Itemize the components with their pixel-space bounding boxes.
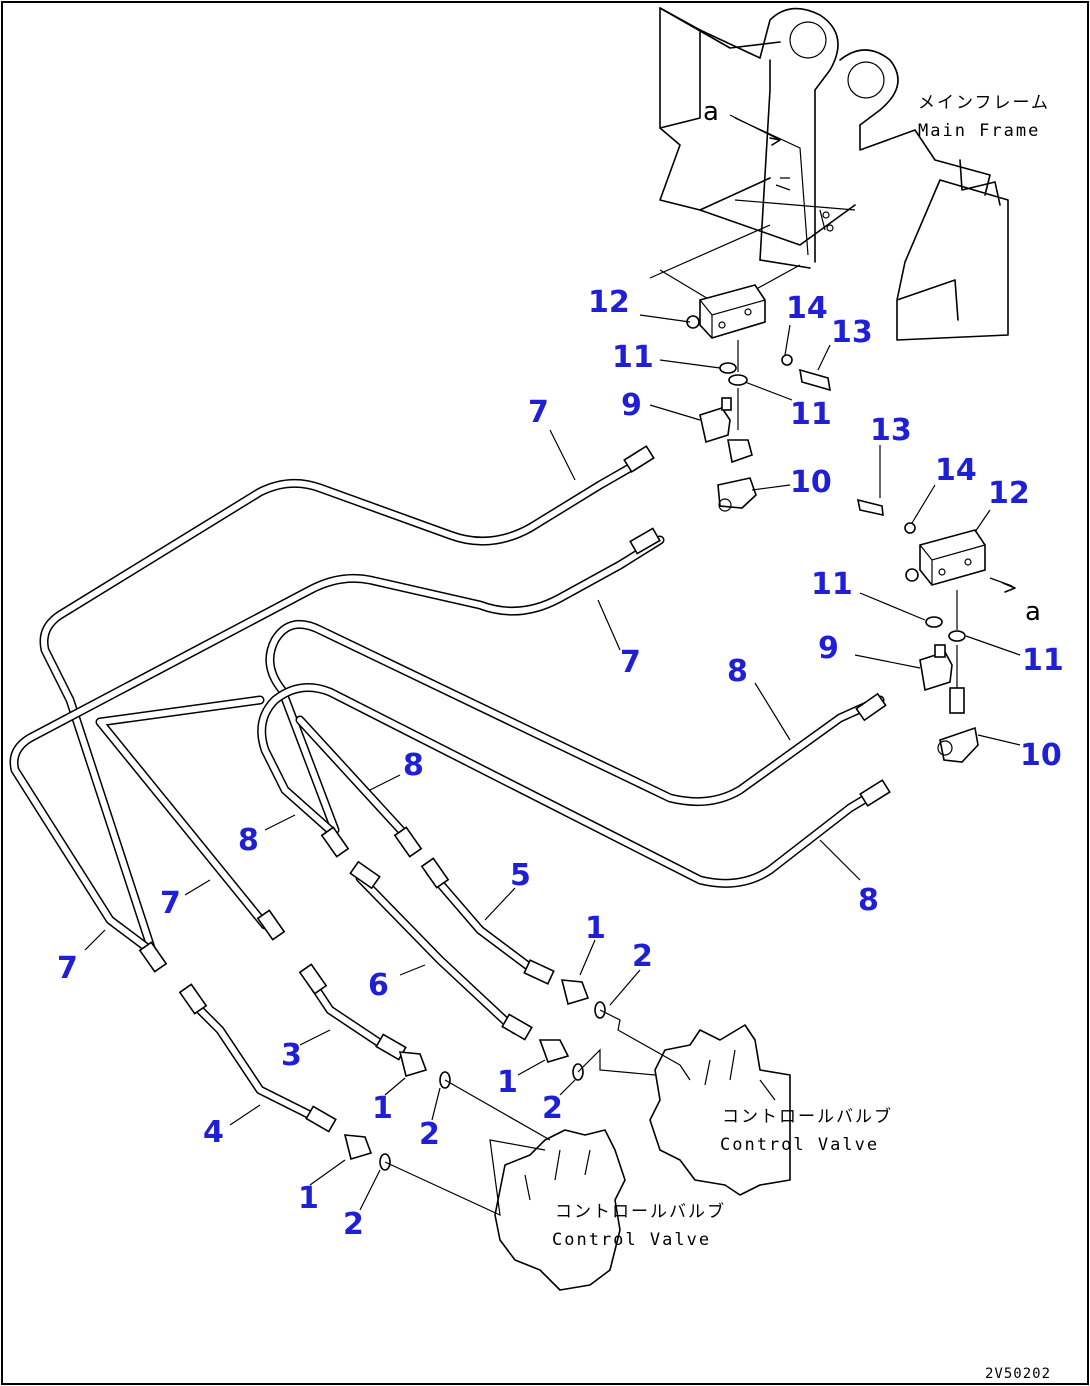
callout-2-d: 2 xyxy=(343,1207,364,1242)
callout-8-left-a: 8 xyxy=(403,748,424,783)
callout-6: 6 xyxy=(368,968,389,1003)
callout-8-upper: 8 xyxy=(727,654,748,689)
drawing-code: 2V50202 xyxy=(985,1366,1051,1382)
callout-7-upper: 7 xyxy=(528,395,549,430)
control-valve-left: コントロールバルブ Control Valve xyxy=(494,1129,726,1291)
control-valve-right-label-jp: コントロールバルブ xyxy=(722,1106,893,1127)
main-frame: a メインフレーム Main Frame xyxy=(649,7,1050,341)
callout-1-b: 1 xyxy=(497,1065,518,1100)
callout-8-lower: 8 xyxy=(858,883,879,918)
main-frame-label-jp: メインフレーム xyxy=(918,93,1050,113)
callout-11-right-b: 11 xyxy=(1022,643,1064,678)
callout-10-left: 10 xyxy=(790,465,832,500)
connection-lines xyxy=(384,1009,681,1217)
callout-14-left: 14 xyxy=(786,291,828,326)
callout-2-c: 2 xyxy=(419,1117,440,1152)
leader-lines xyxy=(84,314,1021,1211)
callout-13-left: 13 xyxy=(831,315,873,350)
callout-10-right: 10 xyxy=(1020,738,1062,773)
main-frame-label-en: Main Frame xyxy=(918,121,1040,141)
callout-5: 5 xyxy=(510,858,531,893)
control-valve-right: コントロールバルブ Control Valve xyxy=(649,1024,893,1196)
callout-11-right-a: 11 xyxy=(811,567,853,602)
callout-7-middle: 7 xyxy=(620,645,641,680)
callout-11-left-a: 11 xyxy=(612,340,654,375)
callout-2-b: 2 xyxy=(542,1091,563,1126)
callout-4: 4 xyxy=(203,1115,224,1150)
callout-1-c: 1 xyxy=(372,1091,393,1126)
hose-fittings xyxy=(138,445,891,1171)
pipes xyxy=(9,457,885,1125)
callout-13-right: 13 xyxy=(870,413,912,448)
callout-14-right: 14 xyxy=(935,453,977,488)
control-valve-left-label-en: Control Valve xyxy=(552,1230,711,1250)
callout-12-left: 12 xyxy=(588,285,630,320)
callout-numbers: 12 14 13 11 11 9 7 10 13 14 12 11 11 9 7… xyxy=(57,285,1064,1242)
callout-3: 3 xyxy=(281,1038,302,1073)
callout-1-a: 1 xyxy=(585,911,606,946)
arrow-a-label: a xyxy=(703,97,719,127)
callout-2-a: 2 xyxy=(632,939,653,974)
control-valve-right-label-en: Control Valve xyxy=(720,1135,879,1155)
callout-11-left-b: 11 xyxy=(790,397,832,432)
callout-8-left-b: 8 xyxy=(238,823,259,858)
callout-1-d: 1 xyxy=(298,1181,319,1216)
callout-7-lower-b: 7 xyxy=(57,951,78,986)
left-valve-assembly xyxy=(686,284,831,512)
callout-9-right: 9 xyxy=(818,631,839,666)
control-valve-left-label-jp: コントロールバルブ xyxy=(555,1201,726,1222)
right-valve-assembly: a xyxy=(856,498,1041,763)
callout-7-lower-a: 7 xyxy=(160,886,181,921)
callout-12-right: 12 xyxy=(988,476,1030,511)
arrow-a-right-label: a xyxy=(1025,597,1041,627)
callout-9-left: 9 xyxy=(621,388,642,423)
